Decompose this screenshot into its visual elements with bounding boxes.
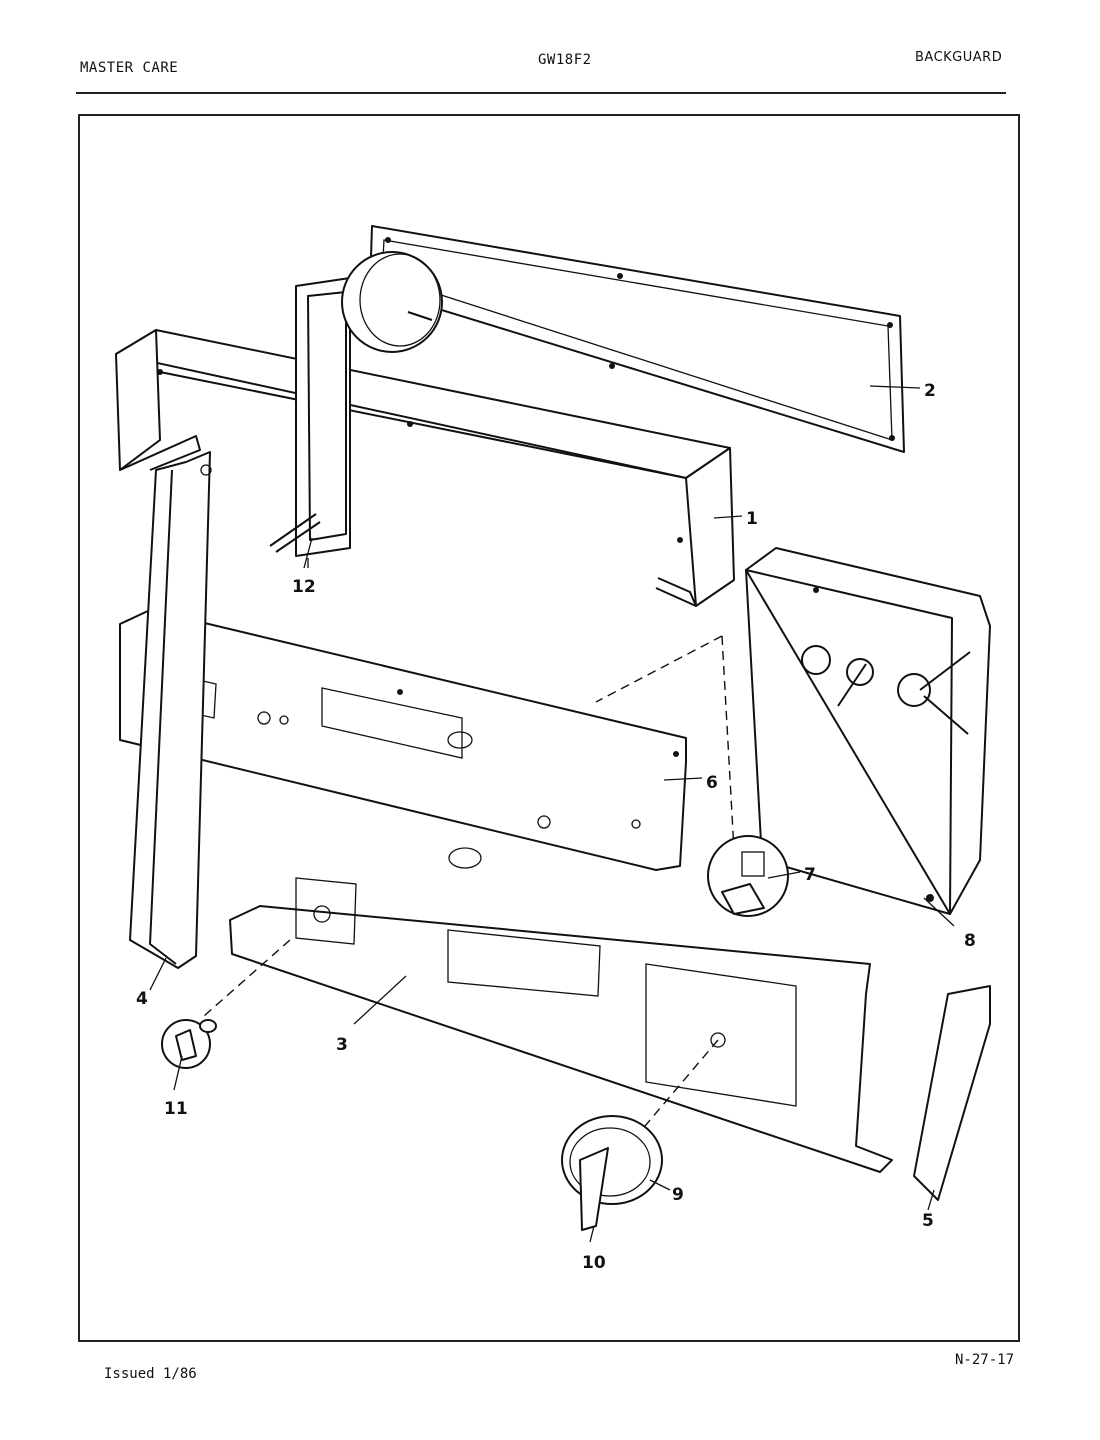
part-4-side-bracket [129,451,212,969]
callout-10: 10 [582,1253,606,1273]
callout-1: 1 [746,509,758,529]
callout-4: 4 [136,989,148,1009]
part-3-control-panel [203,877,893,1173]
header-model: GW18F2 [538,52,592,68]
part-10-timer-knob [579,1147,609,1231]
callout-2: 2 [924,381,936,401]
page-code: N-27-17 [955,1352,1015,1368]
issued-date: Issued 1/86 [104,1366,197,1382]
part-5-end-cap [913,985,991,1201]
part-8-timer [595,547,991,915]
part-11-small-knob [161,1019,217,1069]
diagram-frame [78,114,1020,1342]
callout-9: 9 [672,1185,684,1205]
callout-12: 12 [292,577,316,597]
header-section: BACKGUARD [915,50,1003,65]
part-1-backguard-housing [115,329,735,607]
header-rule [76,92,1006,94]
header-brand: MASTER CARE [80,60,179,76]
callout-8: 8 [964,931,976,951]
part-12-pressure-switch [269,251,443,568]
callout-3: 3 [336,1035,348,1055]
callout-11: 11 [164,1099,188,1119]
callout-5: 5 [922,1211,934,1231]
part-7-clip-detail [707,835,789,917]
leader-lines [149,385,955,1243]
part-9-knob-skirt [561,1115,663,1205]
callout-7: 7 [804,865,816,885]
callout-6: 6 [706,773,718,793]
